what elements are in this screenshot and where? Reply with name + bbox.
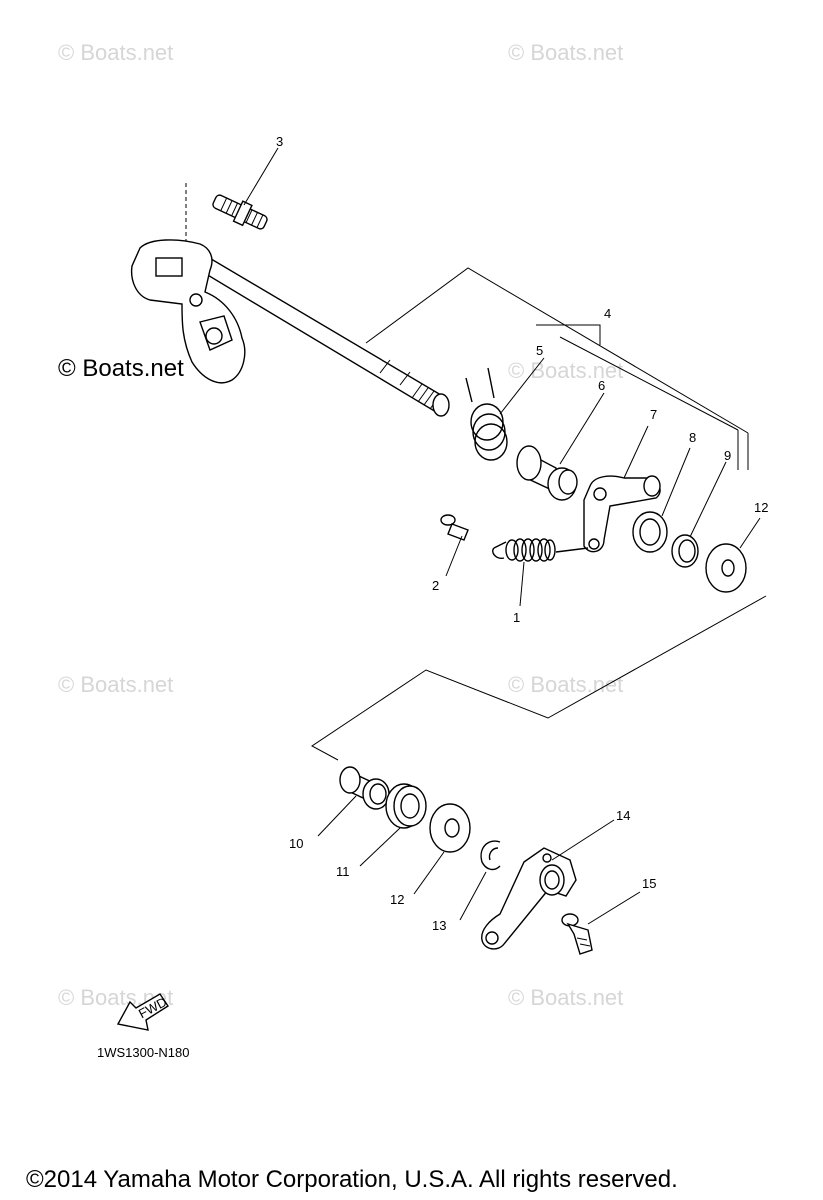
torsion-spring-part-5	[465, 357, 545, 461]
oil-seal-part-11	[359, 783, 427, 867]
part-label-15: 15	[642, 876, 656, 891]
part-label-4: 4	[604, 306, 611, 321]
washer-part-8	[632, 447, 691, 553]
watermark: © Boats.net	[58, 40, 173, 65]
part-label-9: 9	[724, 448, 731, 463]
part-label-14: 14	[616, 808, 630, 823]
washer-part-12-lower	[413, 803, 471, 895]
part-label-5: 5	[536, 343, 543, 358]
part-label-6: 6	[598, 378, 605, 393]
circlip-part-9	[671, 461, 727, 568]
bolt-part-2	[440, 514, 469, 577]
part-label-2: 2	[432, 578, 439, 593]
part-label-10: 10	[289, 836, 303, 851]
watermark: © Boats.net	[508, 985, 623, 1010]
part-label-13: 13	[432, 918, 446, 933]
part-label-12-lower: 12	[390, 892, 404, 907]
watermark: © Boats.net	[58, 672, 173, 697]
collar-part-6	[516, 392, 605, 501]
shift-arm-part-14	[481, 819, 615, 950]
part-label-7: 7	[650, 407, 657, 422]
part-label-8: 8	[689, 430, 696, 445]
watermark-dark: © Boats.net	[58, 355, 184, 382]
washer-part-12-upper	[705, 517, 761, 593]
bolt-part-15	[561, 891, 641, 955]
part-label-12-upper: 12	[754, 500, 768, 515]
upper-group-outline	[185, 183, 749, 470]
needle-bearing-part-10	[317, 766, 390, 837]
part-label-11: 11	[336, 864, 350, 879]
diagram-code: 1WS1300-N180	[97, 1045, 190, 1060]
stopper-lever-part-7	[583, 425, 661, 553]
copyright-notice: ©2014 Yamaha Motor Corporation, U.S.A. A…	[26, 1166, 678, 1193]
shift-shaft	[130, 239, 450, 417]
lower-group-outline	[311, 595, 767, 761]
part-label-3: 3	[276, 134, 283, 149]
watermark: © Boats.net	[508, 40, 623, 65]
part-label-1: 1	[513, 610, 520, 625]
watermark: © Boats.net	[508, 672, 623, 697]
e-clip-part-13	[459, 840, 501, 921]
spring-part-1	[492, 538, 589, 607]
stud-bolt-part-3	[212, 147, 279, 230]
watermark: © Boats.net	[508, 358, 623, 383]
